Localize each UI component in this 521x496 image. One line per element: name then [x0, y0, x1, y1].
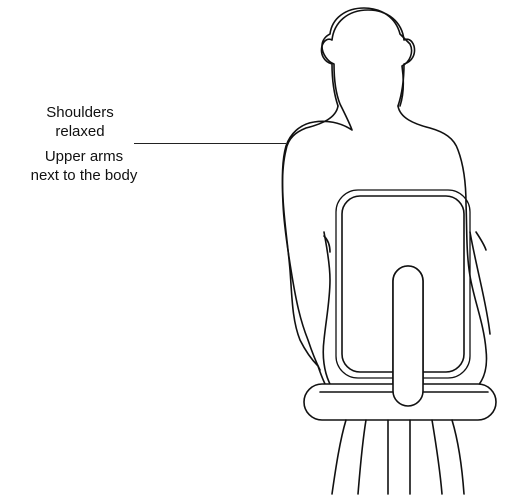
chair-post-front — [393, 266, 423, 406]
right-leg-outline — [452, 420, 464, 494]
left-arm-inner — [323, 232, 330, 384]
right-inner-leg — [432, 420, 442, 494]
left-inner-leg — [358, 420, 366, 494]
head-outline — [321, 10, 414, 106]
right-arm-crease — [476, 232, 486, 250]
left-leg-outline — [332, 420, 346, 494]
shoulders-outline — [282, 106, 486, 388]
